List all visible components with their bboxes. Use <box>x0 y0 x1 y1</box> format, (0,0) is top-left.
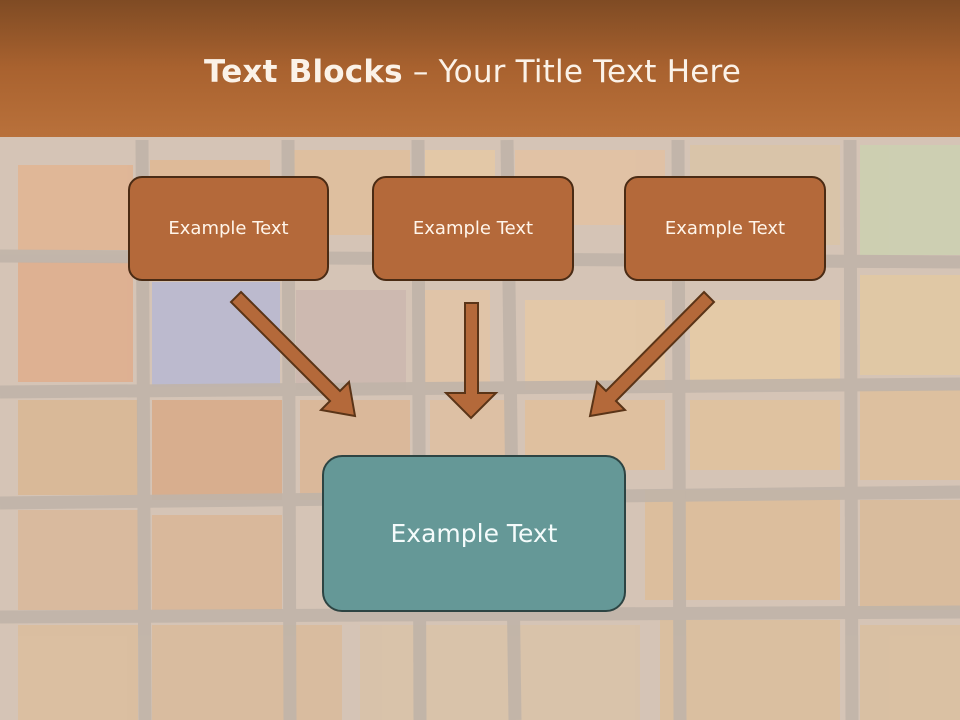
text-block-3-label: Example Text <box>664 218 786 239</box>
text-block-2-label: Example Text <box>412 218 534 239</box>
text-block-2[interactable]: Example Text <box>372 176 574 281</box>
arrow-center <box>443 302 499 420</box>
text-block-1-label: Example Text <box>168 218 289 239</box>
arrow-right <box>588 290 716 418</box>
text-block-3[interactable]: Example Text <box>624 176 826 281</box>
text-block-1[interactable]: Example Text <box>128 176 329 281</box>
arrow-left <box>229 290 357 418</box>
target-text-block[interactable]: Example Text <box>322 455 626 612</box>
title-separator: – <box>402 54 439 90</box>
slide-title: Text Blocks – Your Title Text Here <box>0 54 945 90</box>
title-bar: Text Blocks – Your Title Text Here <box>0 0 960 137</box>
target-text-block-label: Example Text <box>390 519 558 548</box>
title-rest: Your Title Text Here <box>438 54 742 90</box>
title-bold: Text Blocks <box>203 54 403 90</box>
